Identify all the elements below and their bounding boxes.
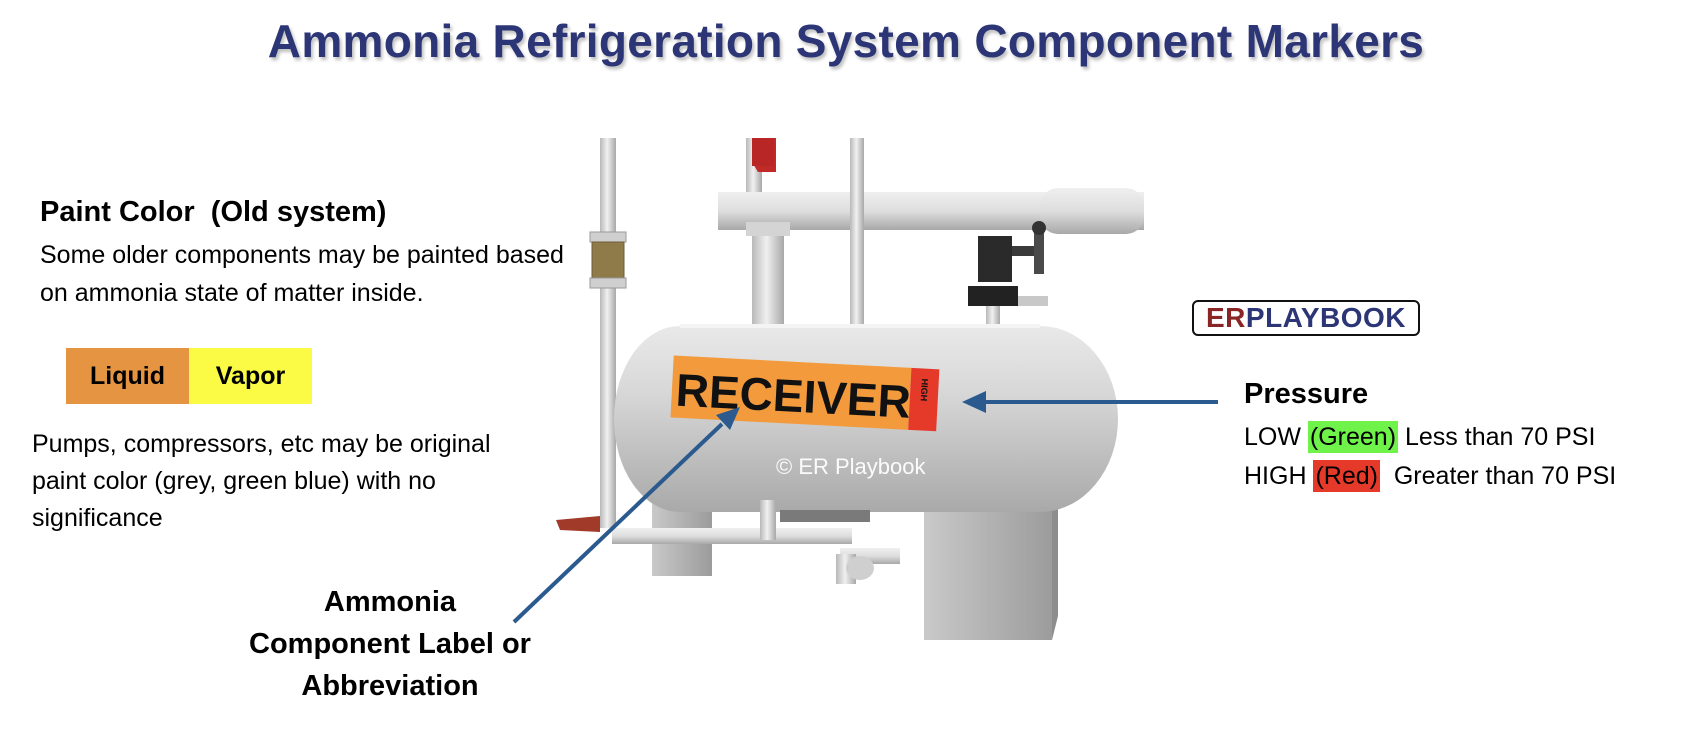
pressure-high-row: HIGH (Red) Greater than 70 PSI (1244, 458, 1616, 494)
liquid-swatch: Liquid (66, 348, 189, 404)
pressure-low-suffix: Less than 70 PSI (1398, 423, 1596, 451)
page-title: Ammonia Refrigeration System Component M… (267, 15, 1425, 67)
paint-color-heading: Paint Color (Old system) (40, 196, 387, 228)
valve-assembly (968, 221, 1048, 348)
vapor-swatch: Vapor (189, 348, 312, 404)
callout-line: Ammonia (323, 586, 457, 618)
watermark-text: © ER Playbook (776, 454, 926, 479)
callout-line: Abbreviation (301, 670, 479, 702)
pressure-high-highlight: (Red) (1313, 460, 1380, 492)
arrow-to-receiver-tag (962, 391, 1218, 413)
logo-playbook: PLAYBOOK (1245, 302, 1406, 333)
pressure-high-prefix: HIGH (1244, 462, 1314, 490)
pumps-note: Pumps, compressors, etc may be original … (32, 430, 491, 532)
receiver-label-text: RECEIVER (675, 364, 913, 428)
pressure-low-prefix: LOW (1244, 423, 1308, 451)
bottom-pipe-assembly (612, 500, 900, 584)
arrow-to-receiver-label (512, 407, 740, 624)
callout-line: Component Label or (249, 628, 531, 660)
left-vertical-pipe (556, 138, 627, 532)
pressure-high-suffix: Greater than 70 PSI (1379, 462, 1617, 490)
pressure-low-highlight: (Green) (1307, 421, 1399, 453)
pressure-low-row: LOW (Green) Less than 70 PSI (1244, 419, 1595, 455)
paint-swatches: Liquid Vapor (66, 348, 312, 404)
paint-color-description: Some older components may be painted bas… (40, 241, 564, 307)
logo-er: ER (1205, 302, 1246, 333)
receiver-high-tag: HIGH (919, 378, 930, 401)
top-pipe-assembly (718, 138, 1144, 344)
component-label-callout: Ammonia Component Label or Abbreviation (220, 581, 560, 707)
pressure-heading: Pressure (1244, 378, 1369, 410)
